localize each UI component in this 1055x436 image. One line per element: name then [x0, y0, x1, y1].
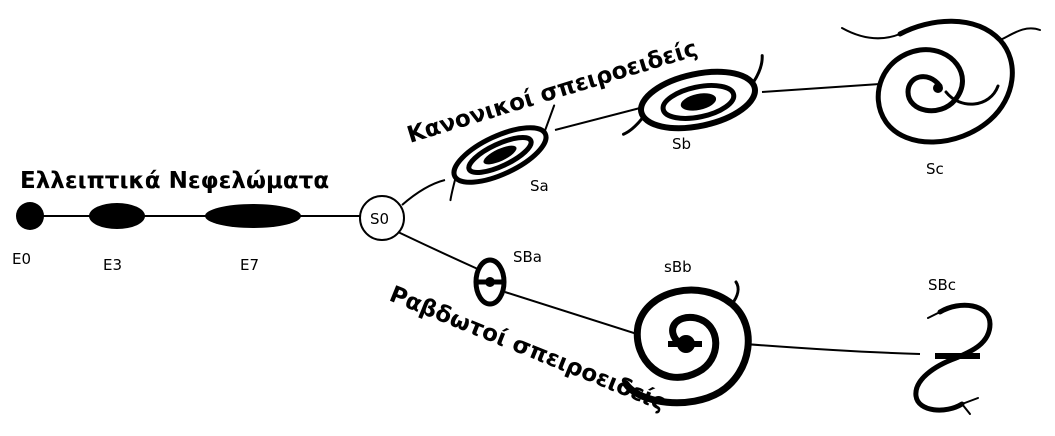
barred-spirals-label: Ραβδωτοί σπειροειδείς	[386, 281, 670, 416]
spiral-galaxy-sc	[842, 21, 1040, 142]
label-sb: Sb	[672, 135, 691, 153]
barred-branch-line-sbb-sbc	[745, 344, 920, 354]
label-sbc: SBc	[928, 276, 956, 294]
label-sa: Sa	[530, 177, 549, 195]
barred-branch-line-start	[398, 232, 480, 270]
normal-branch-line-sa-sb	[555, 108, 640, 130]
elliptical-title: Ελλειπτικά Νεφελώματα	[20, 168, 329, 194]
elliptical-galaxy-e3	[89, 203, 145, 229]
label-e7: E7	[240, 256, 259, 274]
label-sc: Sc	[926, 160, 944, 178]
barred-branch-line-sba-sbb	[505, 292, 640, 335]
label-sbb: sBb	[664, 258, 692, 276]
label-e3: E3	[103, 256, 122, 274]
label-sba: SBa	[513, 248, 542, 266]
barred-spiral-galaxy-sbc	[916, 305, 990, 414]
barred-spiral-galaxy-sba	[474, 260, 506, 304]
elliptical-galaxy-e7	[205, 204, 301, 228]
normal-branch-line-start	[402, 180, 445, 205]
elliptical-galaxy-e0	[16, 202, 44, 230]
label-e0: E0	[12, 250, 31, 268]
label-s0: S0	[370, 210, 389, 228]
normal-branch-line-sb-sc	[762, 84, 880, 92]
